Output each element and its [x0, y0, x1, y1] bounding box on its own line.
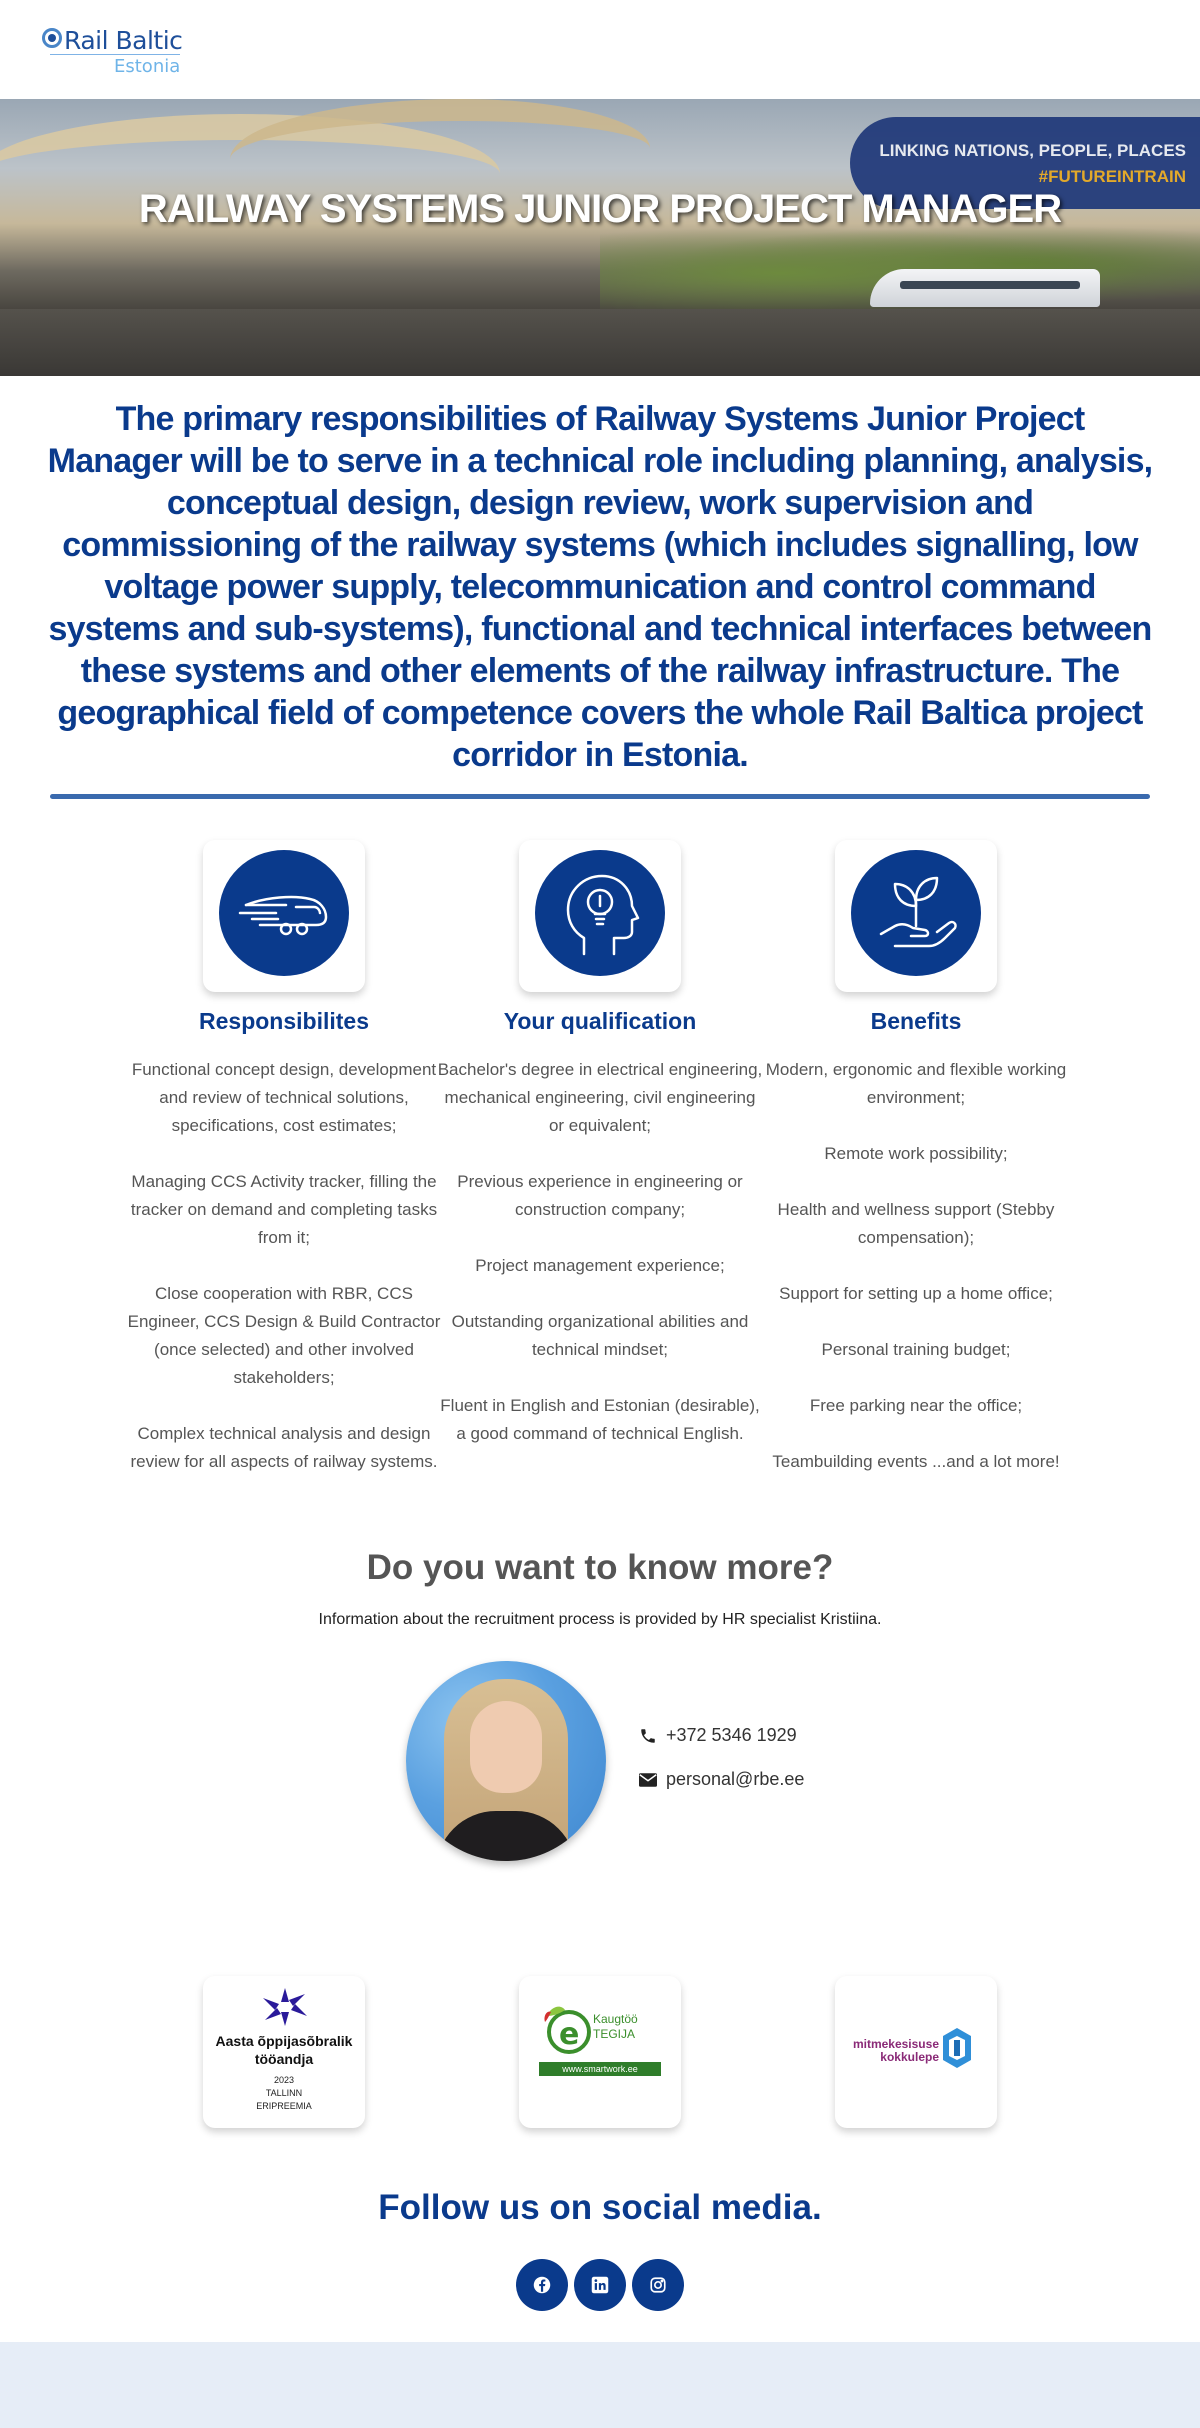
job-intro: The primary responsibilities of Railway …: [47, 400, 1153, 774]
hero-banner: LINKING NATIONS, PEOPLE, PLACES #FUTUREI…: [0, 99, 1200, 376]
facebook-icon: [533, 2276, 551, 2294]
list-item: Project management experience;: [475, 1256, 725, 1275]
icon-card: [519, 840, 681, 992]
facebook-button[interactable]: [516, 2259, 568, 2311]
list-item: Functional concept design, development a…: [131, 1060, 437, 1135]
award-details: 2023 TALLINN ERIPREEMIA: [203, 2074, 365, 2113]
list-item: Health and wellness support (Stebby comp…: [777, 1200, 1055, 1247]
diversity-logo-icon: [943, 2028, 971, 2068]
list-item: Previous experience in engineering or co…: [457, 1172, 743, 1219]
rail-baltic-logo[interactable]: Rail Baltic Estonia: [42, 26, 192, 82]
hr-specialist-avatar: [406, 1661, 606, 1861]
phone-link[interactable]: +372 5346 1929: [638, 1725, 797, 1746]
award-diversity-agreement: mitmekesisuse kokkulepe: [835, 1976, 997, 2128]
hero-slogan: LINKING NATIONS, PEOPLE, PLACES: [879, 141, 1186, 160]
remote-work-brand-sub: TEGIJA: [593, 2027, 636, 2041]
list-item: Teambuilding events ...and a lot more!: [772, 1452, 1060, 1471]
leaf-e-logo-icon: e: [544, 2006, 591, 2054]
footer-band: [0, 2342, 1200, 2428]
social-heading: Follow us on social media.: [378, 2188, 822, 2227]
site-header: Rail Baltic Estonia: [0, 0, 1200, 99]
responsibilities-list: Functional concept design, development a…: [119, 1056, 449, 1504]
list-item: Managing CCS Activity tracker, filling t…: [130, 1172, 438, 1247]
snowflake-logo-icon: [263, 1988, 307, 2026]
list-item: Personal training budget;: [821, 1340, 1011, 1359]
avatar-face: [470, 1701, 542, 1793]
phone-icon: [638, 1727, 658, 1745]
list-item: Complex technical analysis and design re…: [130, 1424, 438, 1471]
contact-description: Information about the recruitment proces…: [318, 1611, 882, 1628]
column-title: Benefits: [870, 1008, 962, 1034]
hero-slogan-badge: LINKING NATIONS, PEOPLE, PLACES #FUTUREI…: [850, 117, 1200, 209]
instagram-button[interactable]: [632, 2259, 684, 2311]
remote-work-badge-text: Kaugtöö TEGIJA: [593, 2012, 638, 2042]
column-title: Responsibilites: [199, 1008, 369, 1034]
diversity-agreement-text: mitmekesisuse kokkulepe: [839, 2038, 939, 2064]
award-note: ERIPREEMIA: [256, 2101, 312, 2111]
qualification-list: Bachelor's degree in electrical engineer…: [435, 1056, 765, 1476]
hero-train: [870, 269, 1100, 307]
head-lightbulb-icon: [535, 850, 665, 976]
hand-plant-icon: [851, 850, 981, 976]
list-item: Support for setting up a home office;: [779, 1284, 1053, 1303]
list-item: Free parking near the office;: [809, 1396, 1023, 1415]
award-learner-friendly-employer: Aasta õppijasõbralik tööandja 2023 TALLI…: [203, 1976, 365, 2128]
instagram-icon: [650, 2277, 666, 2293]
train-icon: [219, 850, 349, 976]
list-item: Outstanding organizational abilities and…: [451, 1312, 749, 1359]
contact-heading: Do you want to know more?: [366, 1548, 834, 1587]
page-title: RAILWAY SYSTEMS JUNIOR PROJECT MANAGER: [138, 187, 1062, 231]
diversity-line2: kokkulepe: [880, 2050, 939, 2064]
hero-hashtag: #FUTUREINTRAIN: [1038, 167, 1186, 186]
award-year: 2023: [273, 2075, 295, 2085]
list-item: Modern, ergonomic and flexible working e…: [765, 1060, 1067, 1107]
remote-work-brand: Kaugtöö: [593, 2012, 638, 2026]
logo-underline: [50, 54, 180, 55]
list-item: Remote work possibility;: [824, 1144, 1008, 1163]
email-link[interactable]: personal@rbe.ee: [638, 1769, 804, 1790]
smartwork-url: www.smartwork.ee: [539, 2062, 661, 2076]
icon-card: [203, 840, 365, 992]
linkedin-icon: [591, 2276, 609, 2294]
hero-platform: [0, 309, 1200, 376]
svg-text:e: e: [559, 2017, 579, 2052]
envelope-icon: [638, 1771, 658, 1789]
column-title: Your qualification: [503, 1008, 697, 1034]
diversity-line1: mitmekesisuse: [852, 2037, 939, 2051]
logo-main-text: Rail Baltic: [64, 26, 183, 55]
section-divider: [50, 794, 1150, 799]
list-item: Close cooperation with RBR, CCS Engineer…: [127, 1284, 441, 1387]
linkedin-button[interactable]: [574, 2259, 626, 2311]
phone-number: +372 5346 1929: [666, 1725, 797, 1745]
logo-sub-text: Estonia: [114, 56, 181, 77]
email-address: personal@rbe.ee: [666, 1769, 805, 1789]
award-remote-work: e Kaugtöö TEGIJA www.smartwork.ee: [519, 1976, 681, 2128]
icon-card: [835, 840, 997, 992]
benefits-list: Modern, ergonomic and flexible working e…: [751, 1056, 1081, 1504]
logo-icon: [42, 28, 62, 48]
award-title: Aasta õppijasõbralik tööandja: [215, 2033, 353, 2067]
list-item: Bachelor's degree in electrical engineer…: [437, 1060, 763, 1135]
list-item: Fluent in English and Estonian (desirabl…: [440, 1396, 760, 1443]
award-city: TALLINN: [265, 2088, 303, 2098]
